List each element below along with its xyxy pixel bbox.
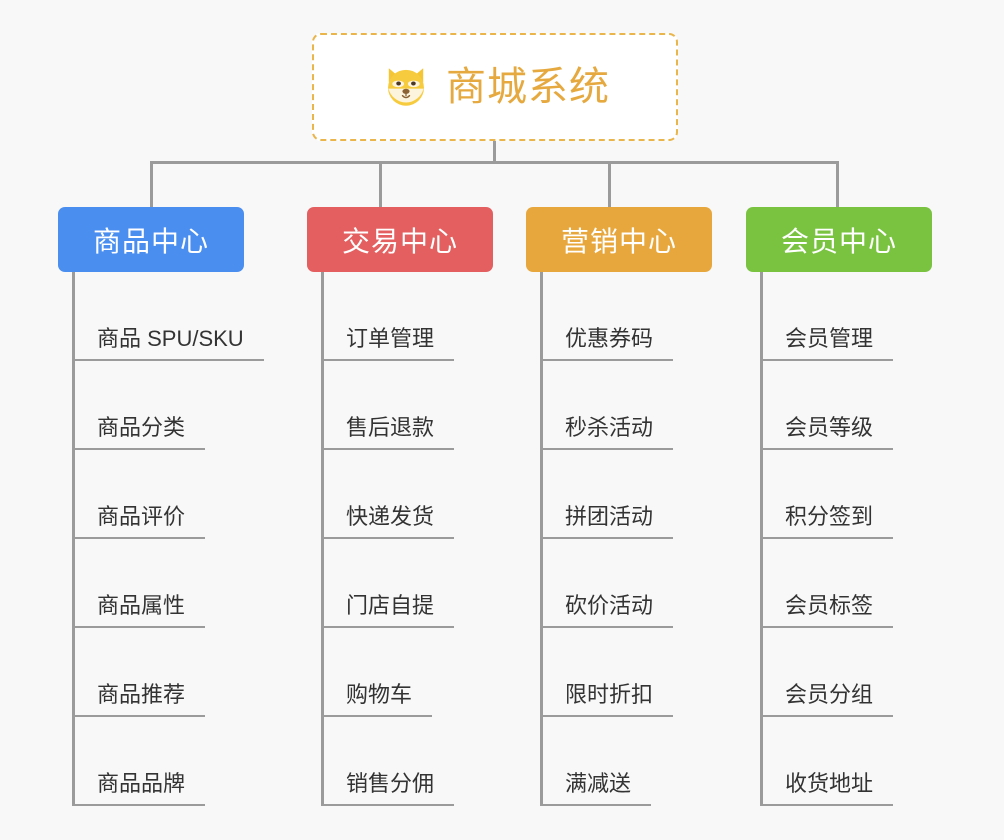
category-title-2: 交易中心 [341,225,458,257]
leaf-underline [543,804,651,806]
list-item[interactable]: 限时折扣 [543,628,726,717]
list-item[interactable]: 商品分类 [75,361,258,450]
connector-drop-3 [608,161,611,207]
leaf-label: 优惠券码 [565,326,654,351]
list-item[interactable]: 门店自提 [324,539,507,628]
leaf-underline [324,359,454,361]
list-item[interactable]: 积分签到 [763,450,946,539]
list-item[interactable]: 商品 SPU/SKU [75,272,264,361]
leaf-label: 商品 SPU/SKU [97,326,244,351]
leaf-underline [763,448,893,450]
category-title-4: 会员中心 [780,225,897,257]
list-item[interactable]: 购物车 [324,628,507,717]
leaf-underline [543,626,673,628]
leaf-label: 门店自提 [346,593,435,618]
leaf-label: 会员管理 [785,326,874,351]
leaf-label: 快递发货 [346,504,435,529]
column-shangpin-zhongxin: 商品中心 商品 SPU/SKU 商品分类 商品评价 商品属性 商品推荐 商品品牌 [58,207,264,806]
category-header-1[interactable]: 商品中心 [58,207,244,272]
leaf-list-4: 会员管理 会员等级 积分签到 会员标签 会员分组 收货地址 [760,272,946,806]
category-header-4[interactable]: 会员中心 [746,207,932,272]
leaf-label: 销售分佣 [346,771,435,796]
leaf-label: 商品推荐 [97,682,186,707]
category-title-3: 营销中心 [560,225,677,257]
list-item[interactable]: 会员标签 [763,539,946,628]
leaf-label: 限时折扣 [565,682,654,707]
category-title-1: 商品中心 [92,225,209,257]
leaf-label: 商品品牌 [97,771,186,796]
leaf-label: 订单管理 [346,326,435,351]
root-title: 商城系统 [446,65,610,109]
leaf-underline [75,359,264,361]
list-item[interactable]: 订单管理 [324,272,507,361]
list-item[interactable]: 会员等级 [763,361,946,450]
connector-drop-2 [379,161,382,207]
leaf-label: 满减送 [565,771,632,796]
list-item[interactable]: 收货地址 [763,717,946,806]
leaf-underline [763,626,893,628]
leaf-label: 秒杀活动 [565,415,654,440]
leaf-label: 砍价活动 [565,593,654,618]
column-huiyuan-zhongxin: 会员中心 会员管理 会员等级 积分签到 会员标签 会员分组 收货地址 [746,207,932,806]
leaf-underline [763,359,893,361]
leaf-label: 会员分组 [785,682,874,707]
leaf-label: 收货地址 [785,771,874,796]
connector-root-stem [493,141,496,163]
leaf-underline [763,804,893,806]
leaf-label: 商品评价 [97,504,186,529]
category-header-3[interactable]: 营销中心 [526,207,712,272]
connector-drop-4 [836,161,839,207]
leaf-list-3: 优惠券码 秒杀活动 拼团活动 砍价活动 限时折扣 满减送 [540,272,726,806]
leaf-underline [324,626,454,628]
leaf-underline [763,537,893,539]
leaf-underline [543,715,673,717]
leaf-label: 拼团活动 [565,504,654,529]
list-item[interactable]: 快递发货 [324,450,507,539]
leaf-list-2: 订单管理 售后退款 快递发货 门店自提 购物车 销售分佣 [321,272,507,806]
leaf-underline [543,537,673,539]
leaf-label: 商品属性 [97,593,186,618]
leaf-underline [75,804,205,806]
leaf-label: 积分签到 [785,504,874,529]
root-node[interactable]: 商城系统 [312,33,678,141]
list-item[interactable]: 砍价活动 [543,539,726,628]
list-item[interactable]: 会员分组 [763,628,946,717]
list-item[interactable]: 秒杀活动 [543,361,726,450]
leaf-underline [324,804,454,806]
list-item[interactable]: 商品品牌 [75,717,258,806]
list-item[interactable]: 商品属性 [75,539,258,628]
leaf-label: 会员等级 [785,415,874,440]
leaf-underline [543,448,673,450]
list-item[interactable]: 满减送 [543,717,726,806]
connector-drop-1 [150,161,153,207]
list-item[interactable]: 销售分佣 [324,717,507,806]
leaf-underline [324,448,454,450]
leaf-label: 购物车 [346,682,413,707]
leaf-underline [324,715,432,717]
leaf-underline [763,715,893,717]
list-item[interactable]: 会员管理 [763,272,946,361]
list-item[interactable]: 商品评价 [75,450,258,539]
column-jiaoyi-zhongxin: 交易中心 订单管理 售后退款 快递发货 门店自提 购物车 销售分佣 [307,207,493,806]
list-item[interactable]: 拼团活动 [543,450,726,539]
leaf-list-1: 商品 SPU/SKU 商品分类 商品评价 商品属性 商品推荐 商品品牌 [72,272,264,806]
leaf-underline [324,537,454,539]
list-item[interactable]: 优惠券码 [543,272,726,361]
leaf-underline [543,359,673,361]
leaf-underline [75,537,205,539]
leaf-underline [75,626,205,628]
column-yingxiao-zhongxin: 营销中心 优惠券码 秒杀活动 拼团活动 砍价活动 限时折扣 满减送 [526,207,712,806]
leaf-label: 会员标签 [785,593,874,618]
leaf-label: 售后退款 [346,415,435,440]
list-item[interactable]: 商品推荐 [75,628,258,717]
category-header-2[interactable]: 交易中心 [307,207,493,272]
leaf-underline [75,448,205,450]
shiba-dog-face-icon [388,68,424,106]
connector-bus [150,161,838,164]
list-item[interactable]: 售后退款 [324,361,507,450]
leaf-label: 商品分类 [97,415,186,440]
leaf-underline [75,715,205,717]
